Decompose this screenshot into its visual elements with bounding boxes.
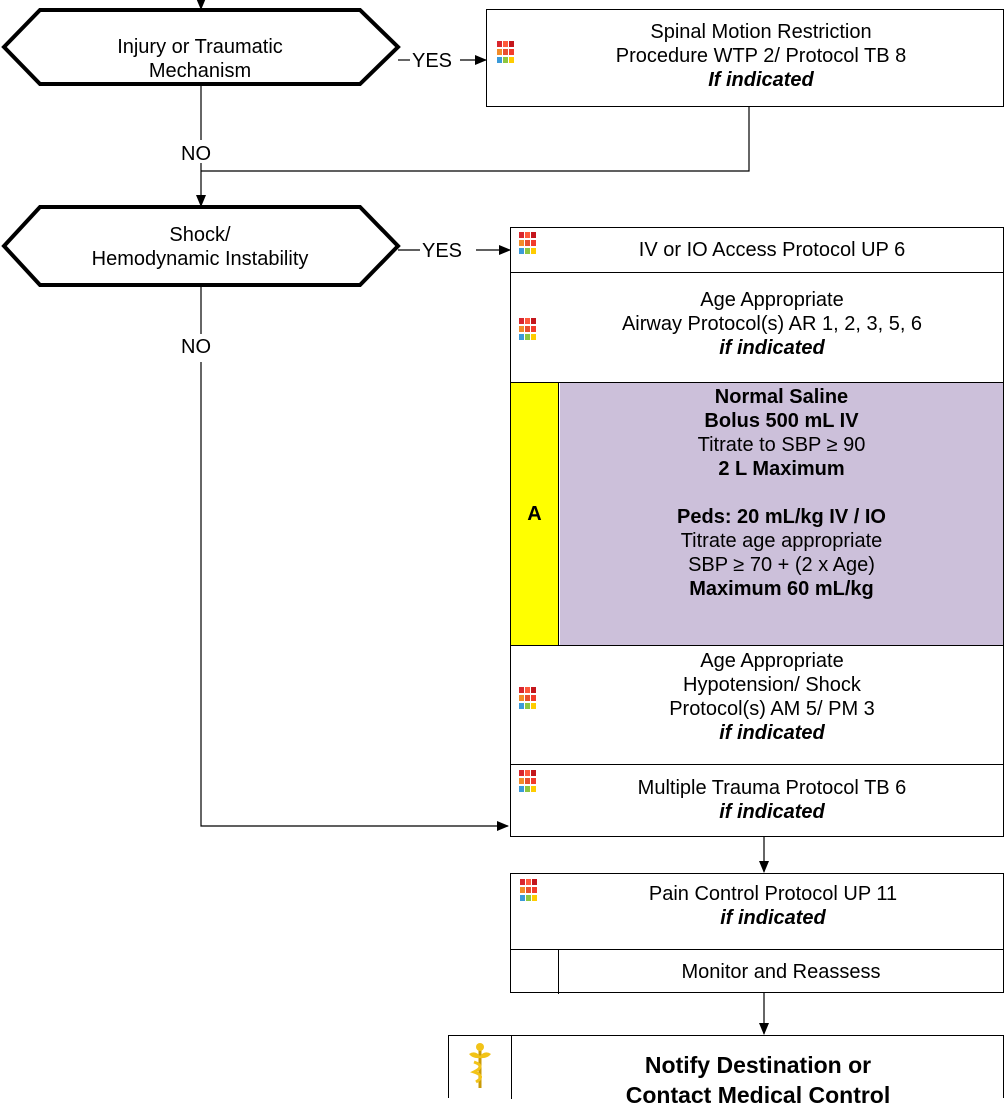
- trauma-emphasis: if indicated: [719, 801, 825, 823]
- level-a-badge: A: [511, 383, 559, 645]
- hypotension-line-3: Protocol(s) AM 5/ PM 3: [669, 698, 875, 720]
- decision-shock-shape: [1, 205, 401, 287]
- spinal-emphasis: If indicated: [708, 69, 814, 91]
- pain-control-text: Pain Control Protocol UP 11 if indicated: [551, 882, 995, 930]
- spinal-line-1: Spinal Motion Restriction: [650, 21, 872, 43]
- notify-line-1: Notify Destination or: [644, 1052, 872, 1078]
- saline-line-7: SBP ≥ 70 + (2 x Age): [688, 554, 875, 576]
- spinal-line-2: Procedure WTP 2/ Protocol TB 8: [615, 45, 907, 67]
- normal-saline-text: Normal Saline Bolus 500 mL IV Titrate to…: [560, 385, 1003, 601]
- saline-line-5: Peds: 20 mL/kg IV / IO: [677, 506, 886, 528]
- decision-shock-line-2: Hemodynamic Instability: [91, 248, 309, 270]
- spinal-motion-text: Spinal Motion Restriction Procedure WTP …: [527, 20, 995, 92]
- notify-text: Notify Destination or Contact Medical Co…: [512, 1050, 1004, 1110]
- saline-line-2: Bolus 500 mL IV: [704, 410, 859, 432]
- protocol-grid-icon: [519, 687, 536, 709]
- hypotension-text: Age Appropriate Hypotension/ Shock Proto…: [550, 649, 994, 745]
- protocol-grid-icon: [519, 770, 536, 792]
- decision-injury-line-2: Mechanism: [148, 60, 252, 82]
- airway-emphasis: if indicated: [719, 337, 825, 359]
- spinal-motion-box: Spinal Motion Restriction Procedure WTP …: [486, 9, 1004, 107]
- airway-line-2: Airway Protocol(s) AR 1, 2, 3, 5, 6: [621, 313, 923, 335]
- saline-line-4: 2 L Maximum: [718, 458, 845, 480]
- hypotension-line-1: Age Appropriate: [700, 650, 844, 672]
- pain-emphasis: if indicated: [720, 907, 826, 929]
- decision-injury-shape: [1, 8, 401, 86]
- notify-box: Notify Destination or Contact Medical Co…: [448, 1035, 1004, 1108]
- decision-injury: Injury or Traumatic Mechanism: [40, 35, 360, 83]
- protocol-grid-icon: [497, 41, 514, 63]
- multiple-trauma-text: Multiple Trauma Protocol TB 6 if indicat…: [550, 776, 994, 824]
- shock-stack: IV or IO Access Protocol UP 6 Age Approp…: [510, 227, 1004, 837]
- pain-line-1: Pain Control Protocol UP 11: [648, 883, 898, 905]
- monitor-reassess-text: Monitor and Reassess: [681, 961, 881, 983]
- injury-no-label: NO: [181, 143, 211, 165]
- protocol-grid-icon: [519, 318, 536, 340]
- shock-yes-label: YES: [422, 240, 463, 262]
- airway-text: Age Appropriate Airway Protocol(s) AR 1,…: [550, 288, 994, 360]
- airway-line-1: Age Appropriate: [700, 289, 844, 311]
- saline-line-6: Titrate age appropriate: [680, 530, 883, 552]
- iv-io-access-text: IV or IO Access Protocol UP 6: [638, 239, 906, 261]
- trauma-line-1: Multiple Trauma Protocol TB 6: [637, 777, 907, 799]
- decision-injury-line-1: Injury or Traumatic: [117, 36, 283, 58]
- notify-line-2: Contact Medical Control: [625, 1082, 891, 1108]
- injury-yes-label: YES: [412, 50, 453, 72]
- saline-line-1: Normal Saline: [714, 386, 849, 408]
- decision-shock-line-1: Shock/: [169, 224, 231, 246]
- caduceus-icon: [469, 1043, 491, 1088]
- normal-saline-panel: Normal Saline Bolus 500 mL IV Titrate to…: [560, 383, 1003, 645]
- saline-line-3: Titrate to SBP ≥ 90: [697, 434, 866, 456]
- saline-line-8: Maximum 60 mL/kg: [689, 578, 874, 600]
- shock-no-label: NO: [181, 336, 211, 358]
- decision-shock: Shock/ Hemodynamic Instability: [40, 223, 360, 271]
- hypotension-emphasis: if indicated: [719, 722, 825, 744]
- protocol-grid-icon: [520, 879, 537, 901]
- pain-monitor-box: Pain Control Protocol UP 11 if indicated…: [510, 873, 1004, 994]
- hypotension-line-2: Hypotension/ Shock: [683, 674, 861, 696]
- protocol-grid-icon: [519, 232, 536, 254]
